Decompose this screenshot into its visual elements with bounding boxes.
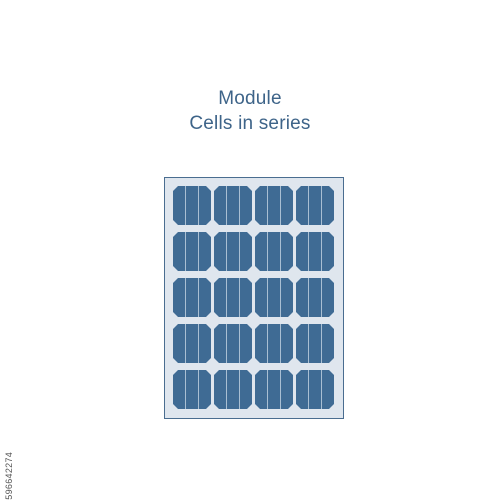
cell-busbar: [280, 232, 281, 271]
solar-cell: [255, 370, 293, 409]
solar-cell: [173, 324, 211, 363]
cell-busbar: [239, 232, 240, 271]
cell-busbar: [280, 324, 281, 363]
solar-cell: [173, 232, 211, 271]
cell-busbar: [198, 324, 199, 363]
solar-cell: [255, 186, 293, 225]
cell-busbar: [308, 232, 309, 271]
cell-busbar: [321, 186, 322, 225]
solar-cell: [173, 186, 211, 225]
cell-busbar: [321, 324, 322, 363]
cell-busbar: [267, 370, 268, 409]
cell-busbar: [198, 186, 199, 225]
cell-busbar: [226, 186, 227, 225]
module-subtitle: Cells in series: [189, 113, 311, 134]
cell-busbar: [239, 186, 240, 225]
cell-busbar: [308, 370, 309, 409]
solar-cell: [173, 278, 211, 317]
cell-busbar: [239, 370, 240, 409]
cell-busbar: [185, 324, 186, 363]
solar-cell: [255, 324, 293, 363]
cell-busbar: [239, 324, 240, 363]
cell-busbar: [267, 186, 268, 225]
stock-id-label: #596642274: [4, 451, 14, 500]
solar-cell: [214, 278, 252, 317]
solar-panel: [164, 177, 344, 419]
cell-busbar: [198, 370, 199, 409]
cell-busbar: [280, 186, 281, 225]
cell-busbar: [185, 186, 186, 225]
solar-cell: [296, 324, 334, 363]
solar-cell: [214, 232, 252, 271]
cell-busbar: [185, 370, 186, 409]
cell-busbar: [280, 278, 281, 317]
module-title: Module: [218, 88, 282, 109]
solar-cell: [255, 278, 293, 317]
cell-busbar: [321, 278, 322, 317]
solar-cell: [296, 232, 334, 271]
cell-busbar: [267, 278, 268, 317]
cell-busbar: [308, 324, 309, 363]
cell-busbar: [226, 370, 227, 409]
cell-busbar: [308, 278, 309, 317]
cell-busbar: [185, 278, 186, 317]
cell-busbar: [267, 232, 268, 271]
solar-cell: [214, 370, 252, 409]
cell-busbar: [185, 232, 186, 271]
cell-busbar: [198, 278, 199, 317]
cell-busbar: [321, 370, 322, 409]
cell-busbar: [321, 232, 322, 271]
solar-cell: [214, 186, 252, 225]
solar-cell: [296, 278, 334, 317]
solar-cell: [173, 370, 211, 409]
cell-busbar: [280, 370, 281, 409]
cell-busbar: [267, 324, 268, 363]
cell-busbar: [198, 232, 199, 271]
solar-cell: [255, 232, 293, 271]
cell-busbar: [239, 278, 240, 317]
cell-busbar: [226, 278, 227, 317]
solar-cell: [214, 324, 252, 363]
cell-busbar: [226, 324, 227, 363]
solar-cell: [296, 186, 334, 225]
cell-busbar: [308, 186, 309, 225]
solar-cell: [296, 370, 334, 409]
cell-busbar: [226, 232, 227, 271]
